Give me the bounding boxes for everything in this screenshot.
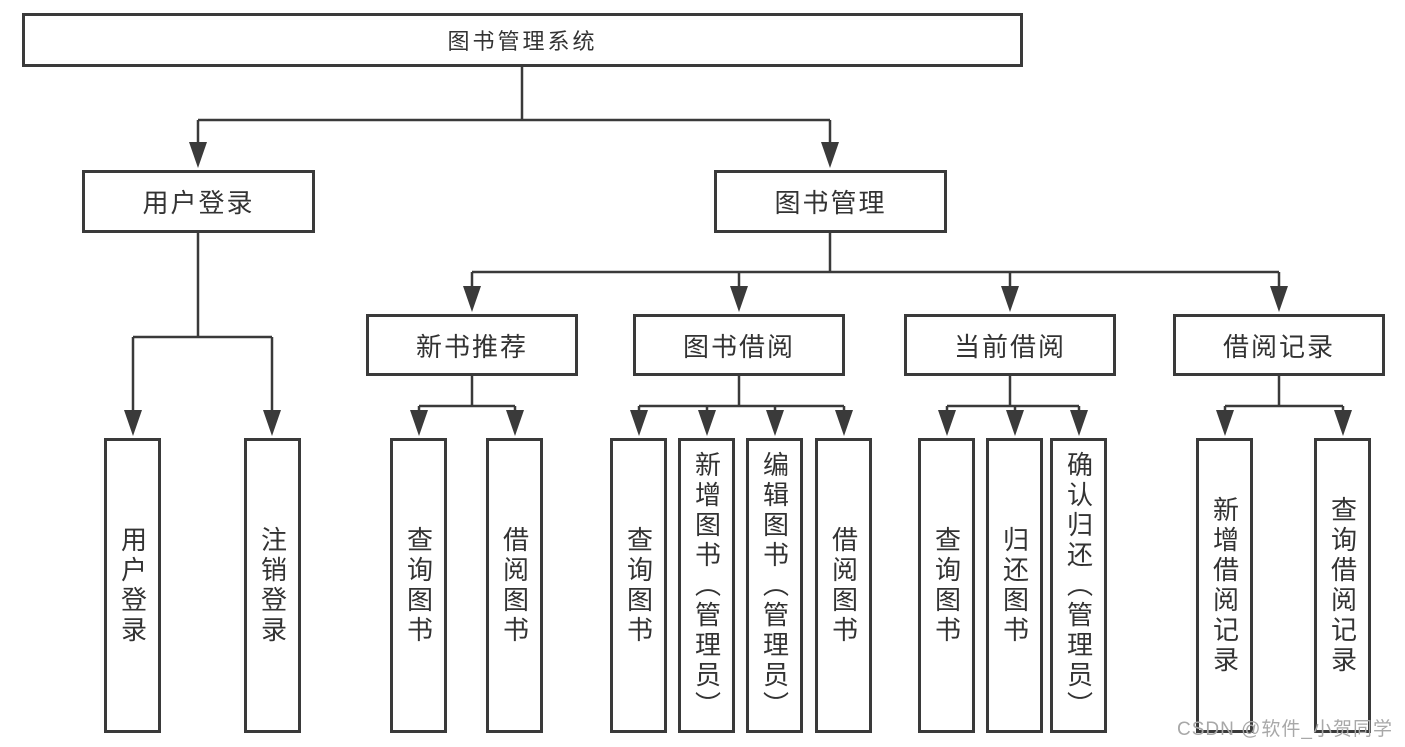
leaf-confirm-return-admin: 确认归还（管理员） [1050, 438, 1107, 733]
node-label: 图书借阅 [682, 331, 795, 362]
node-book-borrowing: 图书借阅 [633, 314, 845, 376]
leaf-borrow-books-recommend: 借阅图书 [486, 438, 543, 733]
node-label: 查询图书 [623, 525, 654, 646]
node-label: 借阅图书 [499, 525, 530, 646]
node-label: 借阅记录 [1222, 331, 1335, 362]
node-label: 新书推荐 [415, 331, 528, 362]
leaf-return-books: 归还图书 [986, 438, 1043, 733]
node-book-management: 图书管理 [714, 170, 947, 233]
node-label: 查询图书 [931, 525, 962, 646]
node-label: 新增图书（管理员） [691, 450, 722, 721]
node-label: 确认归还（管理员） [1063, 450, 1094, 721]
node-user-login: 用户登录 [82, 170, 315, 233]
leaf-query-borrow-record: 查询借阅记录 [1314, 438, 1371, 733]
node-label: 编辑图书（管理员） [759, 450, 790, 721]
node-label: 用户登录 [117, 525, 148, 646]
node-new-book-recommend: 新书推荐 [366, 314, 578, 376]
node-label: 查询借阅记录 [1327, 495, 1358, 676]
node-library-system: 图书管理系统 [22, 13, 1023, 67]
leaf-borrow-books-borrowing: 借阅图书 [815, 438, 872, 733]
node-label: 查询图书 [403, 525, 434, 646]
leaf-add-books-admin: 新增图书（管理员） [678, 438, 735, 733]
node-label: 新增借阅记录 [1209, 495, 1240, 676]
csdn-watermark: CSDN @软件_小贺同学 [1177, 719, 1393, 740]
node-label: 用户登录 [142, 188, 255, 218]
leaf-add-borrow-record: 新增借阅记录 [1196, 438, 1253, 733]
node-borrowing-records: 借阅记录 [1173, 314, 1385, 376]
leaf-logout: 注销登录 [244, 438, 301, 733]
node-label: 当前借阅 [953, 331, 1066, 362]
leaf-query-books-borrowing: 查询图书 [610, 438, 667, 733]
node-label: 归还图书 [999, 525, 1030, 646]
node-label: 注销登录 [257, 525, 288, 646]
leaf-query-books-current: 查询图书 [918, 438, 975, 733]
node-label: 图书管理 [774, 188, 887, 218]
node-current-borrowing: 当前借阅 [904, 314, 1116, 376]
node-label: 图书管理系统 [447, 29, 598, 54]
leaf-user-login: 用户登录 [104, 438, 161, 733]
node-label: 借阅图书 [828, 525, 859, 646]
leaf-edit-books-admin: 编辑图书（管理员） [746, 438, 803, 733]
leaf-query-books-recommend: 查询图书 [390, 438, 447, 733]
